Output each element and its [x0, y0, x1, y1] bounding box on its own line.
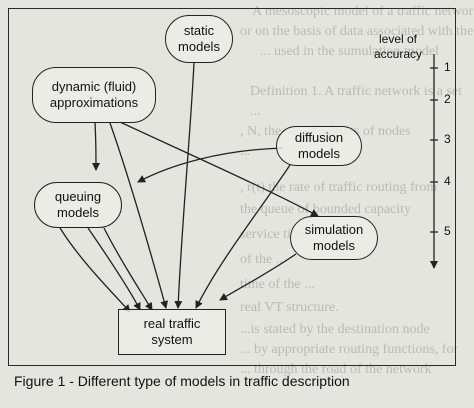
arrow-dynamic-to-simulation	[119, 121, 319, 217]
arrow-queuing-to-real-2	[87, 227, 141, 311]
bg-line: Definition 1. A traffic network is a set	[250, 84, 463, 99]
bg-line: ...	[250, 104, 261, 119]
accuracy-level-3: 3	[444, 132, 451, 146]
arrow-static-to-real	[174, 62, 195, 309]
real-traffic-system-node: real traffic system	[118, 309, 226, 355]
arrow-dynamic-to-real	[109, 122, 168, 309]
arrow-diffusion-to-queuing	[137, 147, 284, 183]
bg-line: or on the basis of data associated with …	[240, 24, 474, 39]
arrow-dynamic-to-queuing	[91, 122, 100, 171]
bg-line: ... by appropriate routing functions, fo…	[240, 342, 459, 357]
bg-line: , r(t) the rate of traffic routing from	[240, 180, 438, 195]
dynamic-fluid-approximations-node: dynamic (fluid) approximations	[32, 67, 156, 123]
accuracy-level-5: 5	[444, 224, 451, 238]
figure-border	[8, 8, 456, 366]
arrow-diffusion-to-real	[195, 164, 291, 309]
bg-line: of the ..	[240, 252, 283, 267]
arrow-queuing-to-real-3	[103, 227, 153, 311]
accuracy-level-4: 4	[444, 174, 451, 188]
simulation-models-node: simulation models	[290, 216, 378, 260]
accuracy-level-2: 2	[444, 92, 451, 106]
bg-line: ...	[240, 144, 251, 159]
bg-line: time of the ...	[240, 277, 315, 292]
accuracy-scale-label: level of accuracy	[373, 32, 423, 61]
accuracy-level-1: 1	[444, 60, 451, 74]
bg-line: ...is stated by the destination node	[240, 322, 430, 337]
static-models-node: static models	[165, 15, 233, 63]
figure-caption: Figure 1 - Different type of models in t…	[14, 373, 350, 389]
queuing-models-node: queuing models	[34, 182, 122, 228]
bg-line: real VT structure.	[240, 300, 339, 315]
bg-line: ... used in the sumulation model	[260, 44, 439, 59]
bg-line: A mesoscopic model of a traffic networ	[252, 4, 474, 19]
arrow-simulation-to-real	[219, 253, 297, 301]
arrow-queuing-to-real-1	[59, 227, 131, 313]
accuracy-ticks	[430, 67, 438, 233]
bg-line: the queue of bounded capacity	[240, 202, 412, 217]
diffusion-models-node: diffusion models	[276, 126, 362, 166]
